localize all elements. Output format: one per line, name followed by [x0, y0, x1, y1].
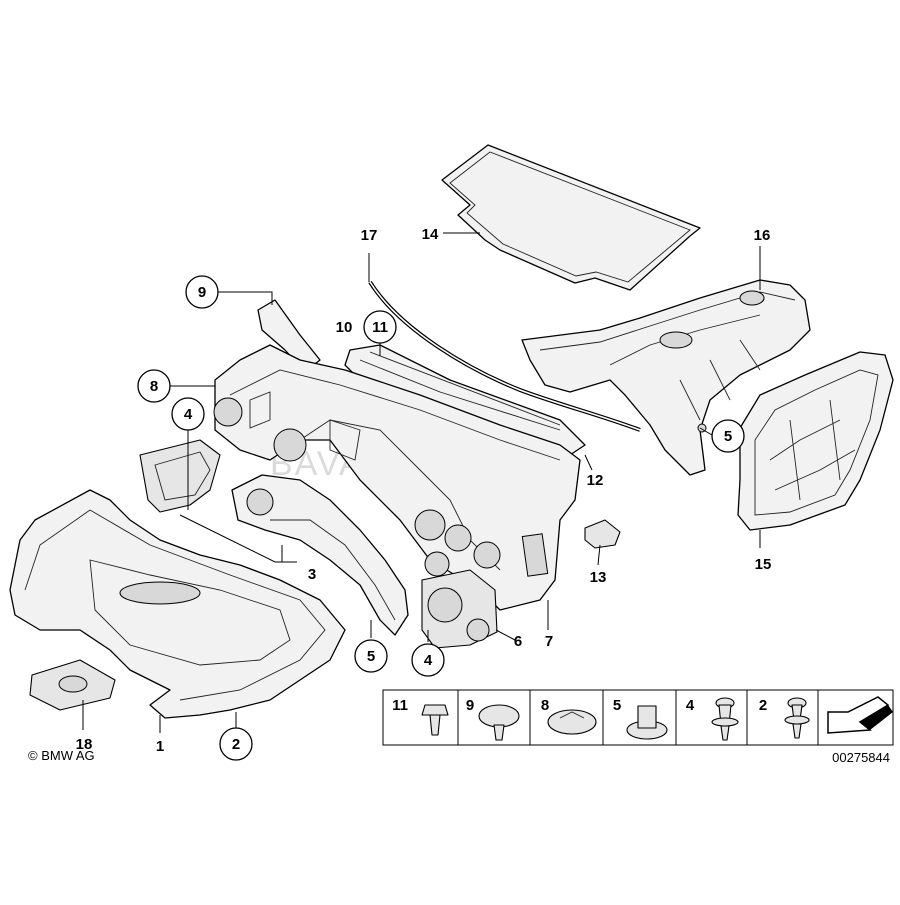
svg-text:2: 2	[759, 697, 767, 714]
legend-item-9: 9	[466, 697, 520, 741]
callout-17: 17	[361, 227, 378, 244]
svg-text:9: 9	[198, 284, 206, 301]
svg-text:5: 5	[724, 428, 732, 445]
callout-7: 7	[545, 633, 553, 650]
callout-11: 11	[363, 310, 397, 344]
svg-text:5: 5	[613, 697, 621, 714]
part-14-insulation-mat	[441, 144, 701, 291]
callout-14: 14	[422, 226, 439, 243]
legend-item-11: 11	[392, 697, 449, 736]
svg-text:11: 11	[392, 697, 408, 714]
part-15-firewall-panel	[737, 351, 894, 531]
part-18-bracket	[29, 659, 116, 711]
part-4-pad-left	[139, 439, 221, 513]
legend-item-8: 8	[541, 697, 597, 735]
svg-text:4: 4	[424, 652, 433, 669]
legend-item-2: 2	[759, 697, 810, 739]
callout-4-left: 4	[171, 397, 205, 431]
callout-15: 15	[755, 556, 772, 573]
fastener-legend: 11 9 8 5 4 2	[382, 689, 894, 746]
part-13-clip	[584, 519, 621, 549]
callout-16: 16	[754, 227, 771, 244]
svg-text:8: 8	[150, 378, 158, 395]
callout-3: 3	[308, 566, 316, 583]
part-3-insulation	[231, 474, 409, 636]
part-17-seal-strip	[368, 280, 641, 432]
callout-9: 9	[185, 275, 219, 309]
callout-18: 18	[76, 736, 93, 753]
svg-text:4: 4	[686, 697, 695, 714]
copyright: © BMW AG	[28, 748, 95, 763]
diagram-number: 00275844	[832, 750, 890, 765]
callout-4-bottom: 4	[411, 643, 445, 677]
part-1-hood-insulation	[9, 489, 346, 719]
callout-10: 10	[336, 319, 353, 336]
svg-text:11: 11	[372, 319, 388, 336]
callout-5-right: 5	[711, 419, 745, 453]
callout-5-left: 5	[354, 639, 388, 673]
svg-text:2: 2	[232, 736, 240, 753]
svg-text:8: 8	[541, 697, 549, 714]
part-7-bulkhead	[213, 344, 581, 611]
direction-arrow-icon	[827, 696, 893, 734]
part-6-pad	[421, 569, 498, 649]
callout-1: 1	[156, 738, 164, 755]
callout-8: 8	[137, 369, 171, 403]
callout-13: 13	[590, 569, 607, 586]
legend-item-4: 4	[686, 697, 739, 741]
svg-text:4: 4	[184, 406, 193, 423]
part-16-side-panel	[521, 279, 811, 476]
svg-text:5: 5	[367, 648, 375, 665]
callout-6: 6	[514, 633, 522, 650]
callout-12: 12	[587, 472, 604, 489]
callout-2: 2	[219, 727, 253, 761]
svg-text:9: 9	[466, 697, 474, 714]
legend-item-5: 5	[613, 697, 668, 740]
